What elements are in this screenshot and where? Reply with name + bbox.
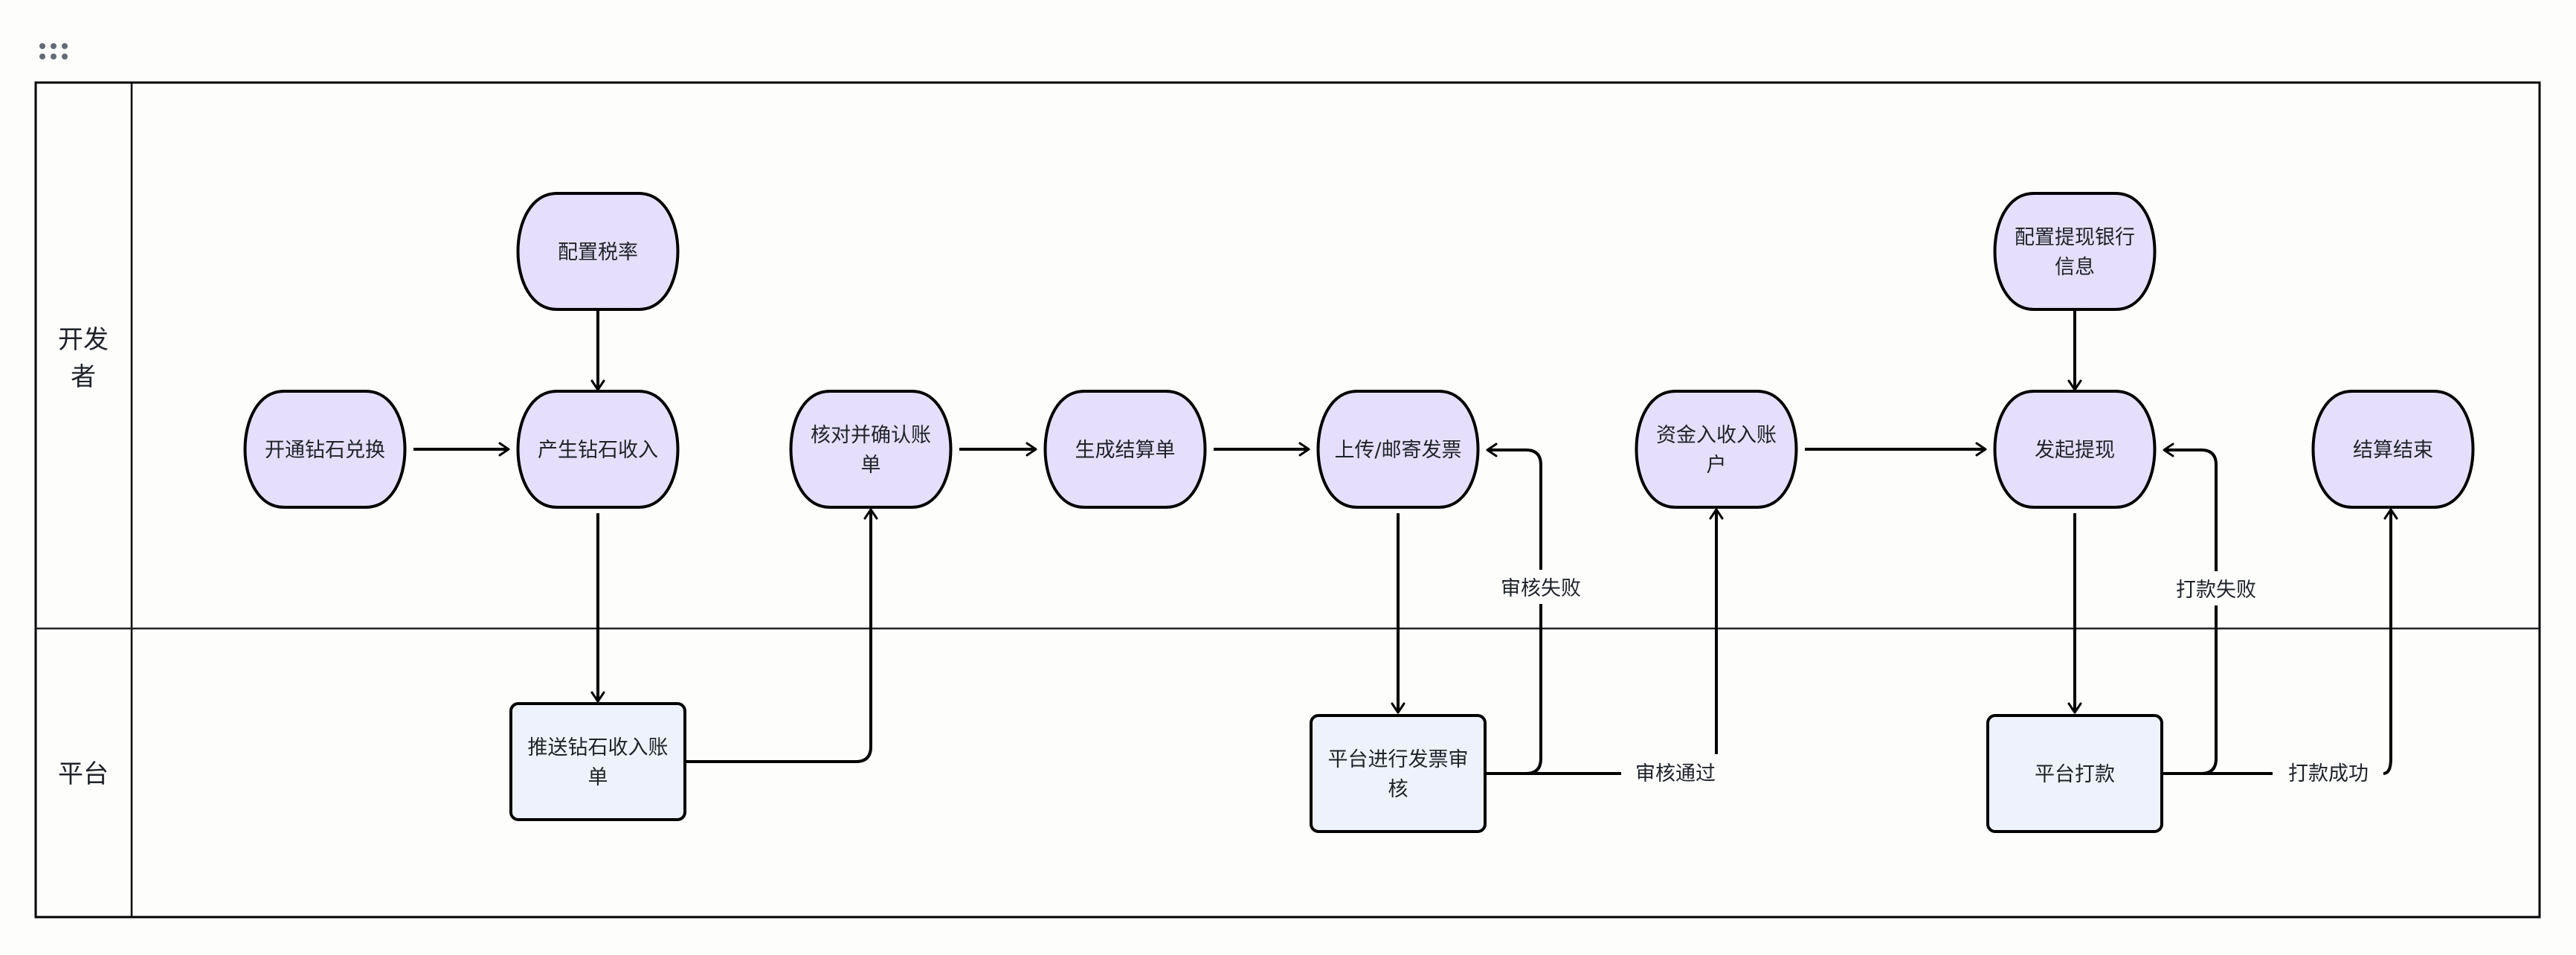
lane-label-platform: 平台 — [58, 759, 109, 789]
edge-label: 审核失败 — [1501, 577, 1581, 600]
node-label: 信息 — [2055, 256, 2095, 279]
node-shape — [1635, 390, 1798, 509]
node-shape — [2311, 390, 2475, 509]
node-label: 配置提现银行 — [2015, 226, 2135, 249]
drag-dot — [51, 43, 57, 49]
node-label: 核 — [1388, 778, 1408, 801]
node-shape — [516, 390, 680, 509]
edge-push-bill-to-confirm-bill[interactable] — [686, 508, 878, 763]
edge-label: 打款失败 — [2176, 579, 2256, 602]
lane-label-developer: 开发 — [58, 325, 109, 355]
node-label: 产生钻石收入 — [538, 439, 658, 462]
node-label: 结算结束 — [2353, 439, 2433, 462]
drag-handle-icon[interactable] — [39, 43, 71, 60]
node-label: 核对并确认账 — [811, 424, 931, 447]
node-label: 发起提现 — [2035, 439, 2115, 462]
edge-label: 审核通过 — [1635, 762, 1716, 785]
node-shape — [1043, 390, 1207, 509]
edge-label-bg — [2171, 571, 2261, 605]
node-shape — [789, 390, 953, 509]
node-shape — [1986, 714, 2163, 833]
node-shape — [509, 702, 686, 821]
lane-label-developer-line2: 者 — [71, 362, 96, 392]
node-label: 生成结算单 — [1075, 439, 1176, 462]
node-upload-invoice[interactable]: 上传/邮寄发票 — [1316, 390, 1480, 509]
node-label: 单 — [861, 454, 881, 477]
nodes: 配置税率开通钻石兑换产生钻石收入核对并确认账单生成结算单上传/邮寄发票资金入收入… — [243, 192, 2475, 833]
node-label: 平台打款 — [2035, 763, 2115, 786]
pool-frame — [34, 81, 2541, 919]
node-label: 上传/邮寄发票 — [1334, 439, 1461, 462]
edge-invoice-review-to-upload-invoice[interactable] — [1486, 443, 1542, 775]
node-shape — [516, 192, 680, 311]
node-shape — [1310, 714, 1487, 833]
node-shape — [1316, 390, 1480, 509]
node-label: 单 — [588, 766, 608, 789]
node-label: 户 — [1707, 454, 1727, 477]
node-shape — [1993, 192, 2157, 311]
node-shape — [243, 390, 407, 509]
node-settle-end[interactable]: 结算结束 — [2311, 390, 2475, 509]
node-label: 资金入收入账 — [1656, 424, 1777, 447]
node-shape — [1993, 390, 2157, 509]
edge-invoice-review-to-funds-account[interactable] — [1487, 509, 1716, 775]
edge-label-bg — [1495, 570, 1586, 604]
edge-label: 打款成功 — [2288, 762, 2369, 785]
node-open-diamond[interactable]: 开通钻石兑换 — [243, 390, 407, 509]
node-label: 开通钻石兑换 — [265, 439, 385, 462]
node-gen-statement[interactable]: 生成结算单 — [1043, 390, 1207, 509]
drag-dot — [62, 54, 68, 60]
edge-label-bg — [1630, 755, 1721, 789]
edge-platform-pay-to-settle-end[interactable] — [2163, 509, 2391, 775]
drag-dot — [62, 43, 68, 49]
node-diamond-income[interactable]: 产生钻石收入 — [516, 390, 680, 509]
edge-platform-pay-to-withdraw[interactable] — [2163, 443, 2218, 775]
drag-dot — [39, 43, 45, 49]
node-label: 平台进行发票审 — [1328, 748, 1469, 771]
drag-dot — [51, 54, 57, 60]
edges — [413, 311, 2391, 775]
node-label: 配置税率 — [558, 241, 638, 264]
node-config-tax[interactable]: 配置税率 — [516, 192, 680, 311]
node-platform-pay[interactable]: 平台打款 — [1986, 714, 2163, 833]
node-withdraw[interactable]: 发起提现 — [1993, 390, 2157, 509]
drag-dot — [39, 54, 45, 60]
edge-label-bg — [2283, 755, 2374, 789]
node-label: 推送钻石收入账 — [528, 736, 669, 759]
